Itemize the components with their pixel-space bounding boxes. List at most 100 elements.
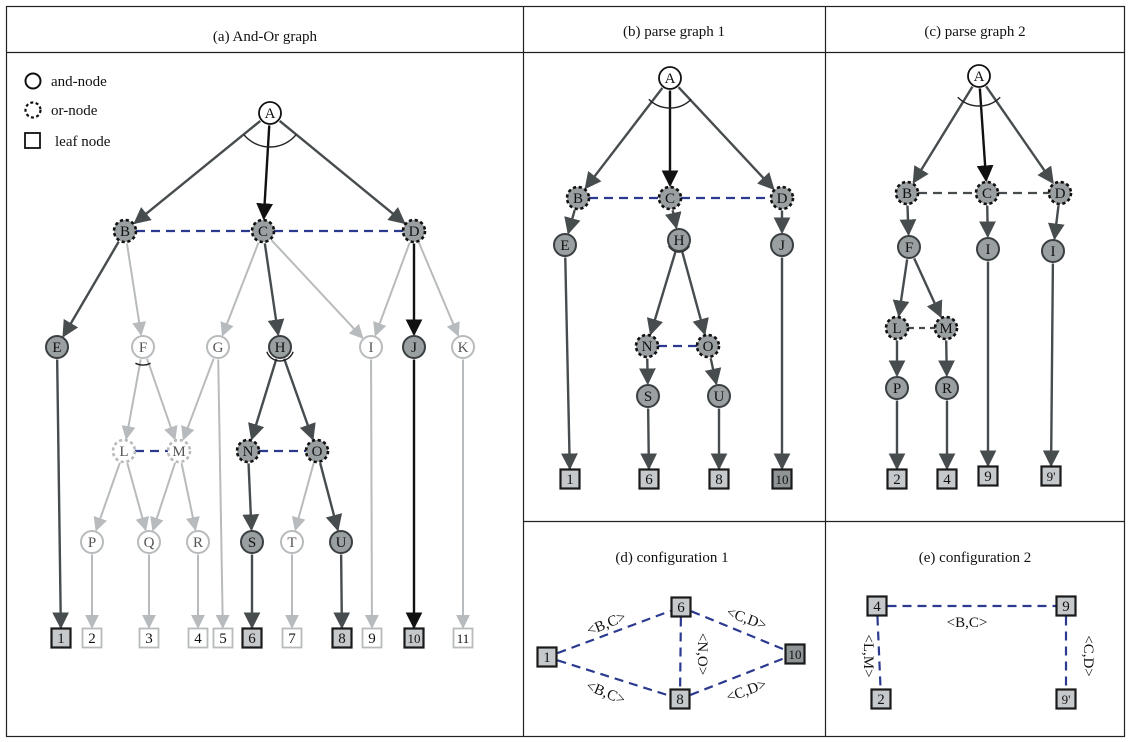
svg-text:F: F [139,340,147,356]
svg-text:10: 10 [776,472,789,487]
svg-text:10: 10 [789,647,802,662]
edge-a-d [278,119,406,225]
svg-text:R: R [942,381,952,397]
edge-c-i [270,239,364,339]
svg-text:U: U [714,389,725,405]
graph-a-node-g: G [206,335,230,359]
pg1-node-j: J [770,233,794,257]
pg1-edge-o-u [704,357,722,386]
graph-a-node-11: 11 [452,627,474,649]
panel-d-title: (d) configuration 1 [615,550,728,566]
graph-a-node-o: O [304,438,330,464]
and-node-legend-label: and-node [51,74,107,90]
svg-text:L: L [892,321,901,337]
graph-a-node-3: 3 [138,627,160,649]
graph-a-node-l: L [111,438,137,464]
pg1-node-o: O [695,333,721,359]
edge-h-n [248,358,278,441]
graph-a-node-k: K [451,335,475,359]
pg1-node-d: D [769,185,795,211]
graph-a-node-e: E [45,335,69,359]
svg-text:3: 3 [145,631,153,647]
edge-c-g [220,242,260,337]
edge-i-9 [364,359,379,629]
svg-text:B: B [573,191,583,207]
svg-text:1: 1 [57,631,65,647]
graph-a-node-p: P [80,530,104,554]
edge-f-m [146,358,178,441]
edge-m-q [150,462,177,532]
svg-text:L: L [119,444,128,460]
cfg1-label-8-10: <C,D> [724,677,768,706]
pg1-edge-h-n [646,251,677,336]
edge-h-o [283,358,316,441]
legend: and-node or-node leaf node [24,72,111,150]
cfg1-relation-1-6 [557,609,671,655]
pg1-node-u: U [707,384,731,408]
cfg2-label-4-9: <B,C> [947,615,988,631]
pg2-and-arc-a [957,96,1001,107]
svg-text:10: 10 [408,631,421,646]
graph-a-node-d: D [401,218,427,244]
svg-text:K: K [458,340,469,356]
svg-text:P: P [893,381,901,397]
graph-a-node-i: I [359,335,383,359]
cfg1-node-6: 6 [670,596,692,618]
svg-text:9: 9 [984,469,992,485]
pg1-node-e: E [553,233,577,257]
graph-a-node-j: J [402,335,426,359]
edge-l-q [126,462,150,532]
svg-text:H: H [674,233,685,249]
pg2-edge-i-9p [1042,263,1060,468]
svg-text:6: 6 [645,472,653,488]
graph-a-node-1: 1 [50,627,72,649]
pg2-edge-m-r [938,340,955,378]
svg-text:B: B [120,224,130,240]
panel-b-title: (b) parse graph 1 [623,24,725,40]
svg-text:O: O [312,444,323,460]
svg-text:G: G [213,340,224,356]
graph-a-node-4: 4 [187,627,209,649]
svg-text:Q: Q [144,535,155,551]
pg2-node-d: D [1047,180,1073,206]
svg-text:I: I [986,242,991,258]
pg1-node-n: N [634,333,660,359]
svg-text:D: D [777,191,788,207]
pg1-edge-a-d [677,86,775,191]
svg-text:P: P [88,535,96,551]
pg2-edge-a-c [976,88,994,183]
graph-a-node-s: S [240,530,264,554]
pg1-edge-b-e [564,209,581,235]
pg1-node-b: B [565,185,591,211]
panel-c-title: (c) parse graph 2 [924,24,1025,40]
edge-b-e [62,241,120,338]
leaf-node-legend-label: leaf node [55,134,111,150]
cfg1-relation-6-10 [691,610,785,651]
and-arc-f [135,362,151,366]
pg2-node-9p: 9' [1040,465,1062,487]
pg2-node-f: F [897,235,921,259]
svg-text:4: 4 [873,599,881,615]
pg2-node-4: 4 [936,468,958,490]
cfg2-relation-4-2 [876,616,882,689]
pg2-edge-a-d [985,85,1054,185]
edge-d-k [417,242,460,337]
svg-text:E: E [52,340,61,356]
leaf-node-legend-icon [24,132,41,149]
graph-a-node-6: 6 [241,627,263,649]
edge-g-m [181,358,215,441]
edge-a-b [133,119,262,225]
edge-g-5 [215,359,230,629]
pg1-edge-s-6 [640,408,658,471]
cfg2-label-9-9p: <C,D> [1080,635,1096,677]
pg1-edge-e-1 [561,257,578,471]
edge-b-f [125,243,147,337]
cfg2-node-9p: 9' [1055,688,1077,710]
svg-text:B: B [902,186,912,202]
graph-a-node-n: N [235,438,261,464]
pg2-node-r: R [935,376,959,400]
pg1-node-a: A [658,66,682,90]
svg-text:I: I [1051,244,1056,260]
graph-a-node-b: B [112,218,138,244]
svg-text:9': 9' [1062,692,1071,707]
